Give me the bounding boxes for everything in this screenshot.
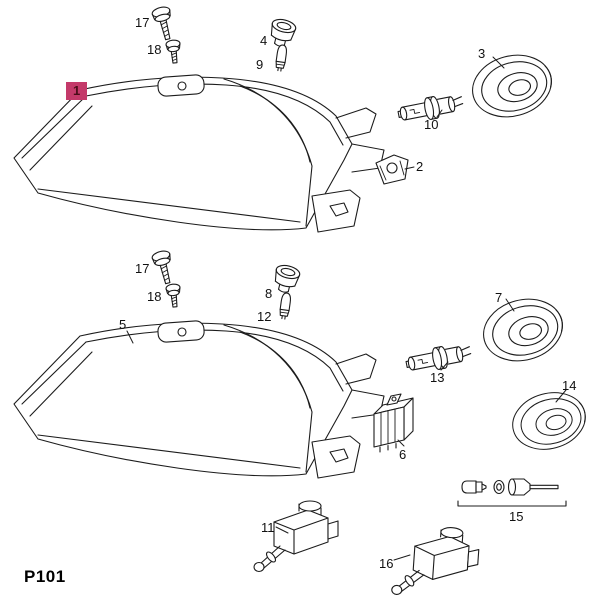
upper-assembly-drawing [13, 4, 559, 233]
bulb-kit-15-drawing[interactable] [457, 478, 567, 507]
actuator-11-drawing[interactable] [253, 500, 339, 573]
part-label-6[interactable]: 6 [399, 447, 407, 462]
part-label-10[interactable]: 10 [424, 117, 439, 132]
bulb-cap-4-drawing[interactable] [266, 16, 298, 50]
screw-18-upper-drawing[interactable] [165, 38, 183, 65]
part-label-7[interactable]: 7 [495, 290, 503, 305]
screw-17-lower-drawing[interactable] [150, 248, 178, 286]
part-label-18-upper[interactable]: 18 [147, 42, 162, 57]
part-label-18-lower[interactable]: 18 [147, 289, 162, 304]
page-code: P101 [24, 567, 66, 586]
leader-lines [126, 56, 567, 561]
cover-cap-7-drawing[interactable] [476, 290, 570, 370]
actuator-16-drawing[interactable] [390, 523, 481, 600]
bulb-12-drawing[interactable] [278, 291, 292, 320]
part-label-16[interactable]: 16 [379, 556, 394, 571]
part-label-8[interactable]: 8 [265, 286, 273, 301]
part-label-3[interactable]: 3 [478, 46, 486, 61]
part-label-2[interactable]: 2 [416, 159, 424, 174]
screw-18-lower-drawing[interactable] [165, 282, 183, 309]
bracket-2-drawing[interactable] [375, 154, 409, 185]
screw-17-upper-drawing[interactable] [150, 4, 178, 42]
part-label-12[interactable]: 12 [257, 309, 272, 324]
part-label-9[interactable]: 9 [256, 57, 264, 72]
part-label-17-lower[interactable]: 17 [135, 261, 150, 276]
part-label-5[interactable]: 5 [119, 317, 127, 332]
part-label-11[interactable]: 11 [261, 520, 275, 535]
headlamp-5-drawing[interactable] [13, 319, 385, 479]
lower-assembly-drawing [13, 248, 593, 600]
part-label-13[interactable]: 13 [430, 370, 445, 385]
connector-6-drawing[interactable] [373, 393, 414, 453]
part-label-15[interactable]: 15 [509, 509, 524, 524]
bulb-9-drawing[interactable] [274, 43, 288, 72]
part-label-14[interactable]: 14 [562, 378, 577, 393]
part-label-17-upper[interactable]: 17 [135, 15, 150, 30]
part-label-1-selected[interactable]: 1 [66, 82, 88, 100]
bulb-cap-8-drawing[interactable] [270, 262, 302, 296]
cover-cap-14-drawing[interactable] [505, 384, 593, 458]
part-label-4[interactable]: 4 [260, 33, 268, 48]
